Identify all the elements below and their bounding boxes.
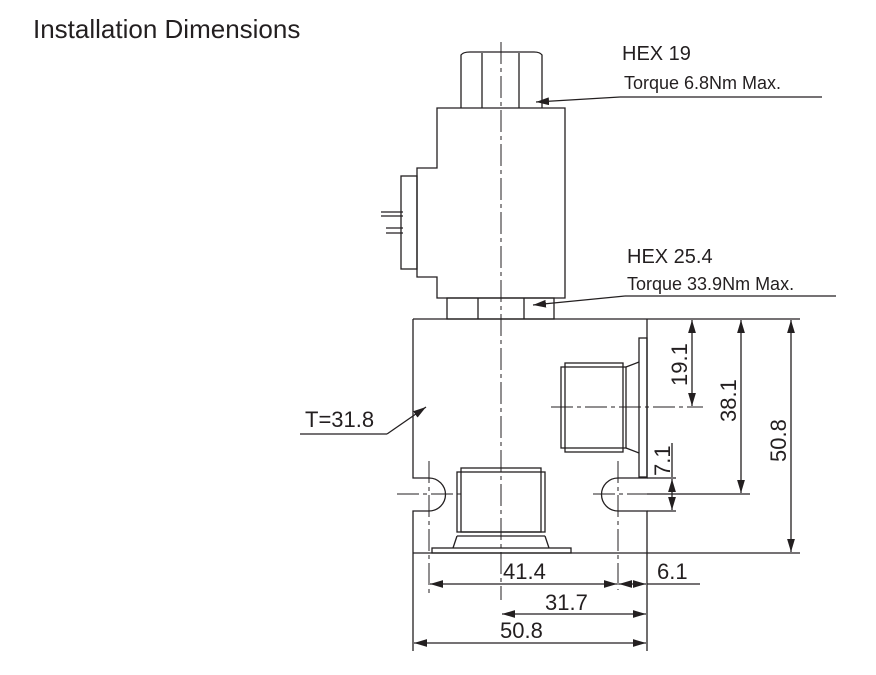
dim-body-width: 50.8 — [500, 618, 543, 643]
hex-19-nut — [460, 51, 543, 108]
horizontal-dimensions — [412, 553, 700, 651]
hex-19-label: HEX 19 — [622, 43, 691, 65]
thickness-label: T=31.8 — [305, 407, 374, 432]
vertical-dimensions — [647, 320, 795, 552]
dim-slot-offset: 6.1 — [657, 559, 688, 584]
page-title: Installation Dimensions — [33, 14, 301, 44]
hex-25-4-torque: Torque 33.9Nm Max. — [627, 274, 794, 294]
dim-mount-spacing: 41.4 — [503, 559, 546, 584]
dim-slot-width: 7.1 — [650, 445, 675, 476]
hex-19-torque: Torque 6.8Nm Max. — [624, 73, 781, 93]
solenoid-coil — [381, 107, 566, 299]
dim-center-to-edge: 31.7 — [545, 590, 588, 615]
dim-port-height: 19.1 — [667, 343, 692, 386]
connector-pins — [381, 211, 403, 234]
valve-body — [412, 318, 800, 554]
dim-body-height: 50.8 — [766, 419, 791, 462]
side-port — [551, 337, 703, 478]
connector-box — [400, 175, 418, 270]
hex-25-4-label: HEX 25.4 — [627, 246, 713, 268]
leader-lines — [300, 96, 836, 435]
bottom-port — [431, 467, 572, 554]
dim-mount-height: 38.1 — [716, 379, 741, 422]
